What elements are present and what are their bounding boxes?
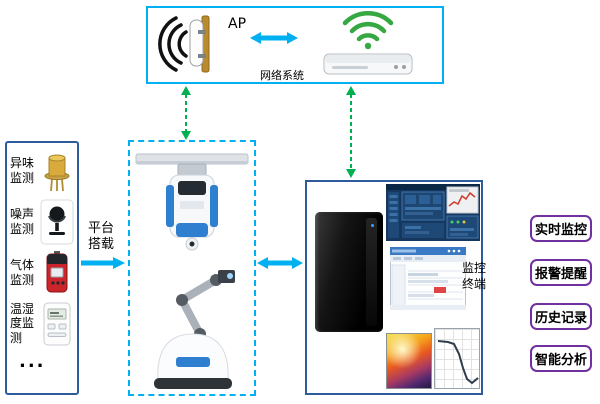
monitor-terminal-label: 监控终端	[461, 261, 486, 291]
sensor-label: 温湿度监测	[10, 301, 35, 345]
feature-tag-label: 历史记录	[534, 311, 587, 326]
robot-platform-box	[128, 140, 256, 396]
cyan-arrow-sensors-to-robot	[81, 257, 125, 269]
sensor-item-temp-humidity: 温湿度监测	[9, 298, 75, 349]
feature-tag-history: 历史记录	[530, 303, 592, 330]
green-dashed-arrow-network-terminal	[346, 86, 356, 178]
ap-antenna-icon	[158, 15, 210, 73]
sensor-item-gas: 气体监测	[9, 247, 75, 298]
feature-tag-label: 实时监控	[534, 223, 587, 238]
cyan-double-arrow-robot-terminal	[257, 257, 303, 269]
feature-tag-analysis: 智能分析	[530, 345, 592, 372]
sensor-item-odor: 异味监测	[9, 145, 75, 196]
thermo-hygrometer-icon	[40, 301, 74, 347]
noise-mic-icon	[40, 199, 74, 245]
gas-detector-icon	[40, 250, 74, 296]
sensor-panel: 异味监测 噪声监测	[5, 141, 79, 395]
trend-chart-image	[434, 328, 480, 389]
cyan-double-arrow-ap-router	[250, 32, 298, 44]
rail-robot-icon	[135, 153, 249, 251]
monitor-terminal-box: 监控终端	[305, 180, 486, 395]
feature-tag-label: 智能分析	[534, 353, 587, 368]
sensor-label: 噪声监测	[10, 207, 35, 236]
thermal-image	[386, 333, 432, 389]
network-system-box: AP 网络系统	[146, 6, 444, 84]
wifi-router-icon	[323, 11, 413, 75]
pc-tower-icon	[315, 212, 383, 332]
sensor-item-noise: 噪声监测	[9, 196, 75, 247]
sensor-label: 气体监测	[10, 258, 35, 287]
odor-sensor-icon	[40, 148, 74, 194]
network-system-caption: 网络系统	[260, 69, 304, 82]
ap-label: AP	[228, 16, 247, 32]
mobile-robot-icon	[154, 270, 235, 389]
sensor-label: 异味监测	[10, 156, 35, 185]
feature-tag-realtime: 实时监控	[530, 215, 592, 242]
monitor-app-screenshot	[390, 247, 466, 310]
platform-mount-label: 平台搭载	[87, 221, 114, 253]
sensor-more-ellipsis: ...	[19, 351, 46, 372]
green-dashed-arrow-network-robot	[181, 86, 191, 140]
feature-tag-alarm: 报警提醒	[530, 259, 592, 286]
scada-screenshot	[386, 184, 480, 241]
feature-tag-label: 报警提醒	[534, 267, 587, 282]
